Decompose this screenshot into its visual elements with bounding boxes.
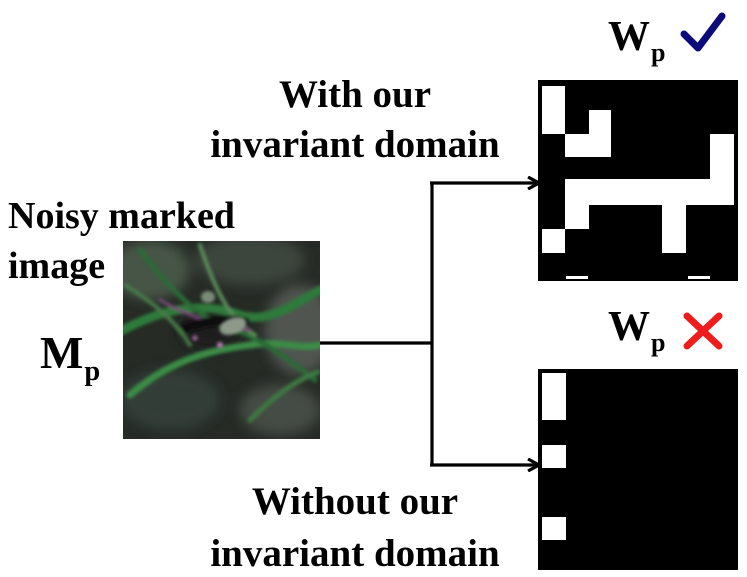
top-output-symbol: Wp	[608, 14, 665, 65]
top-output-symbol-sub: p	[651, 37, 666, 67]
input-symbol: Mp	[40, 327, 100, 386]
bottom-output-symbol: Wp	[608, 304, 665, 355]
bottom-output-symbol-sub: p	[651, 327, 666, 357]
noisy-marked-image	[123, 241, 320, 439]
top-output-symbol-main: W	[608, 14, 650, 60]
cross-icon	[683, 312, 723, 350]
top-branch-label-line1: With our	[278, 73, 432, 116]
bottom-watermark-grid	[538, 369, 738, 570]
input-caption-line2: image	[8, 245, 106, 287]
top-branch-label-line2: invariant domain	[210, 123, 500, 166]
input-symbol-main: M	[40, 327, 84, 378]
bottom-branch-label-line1: Without our	[251, 480, 459, 523]
connector-lines	[320, 183, 538, 465]
bottom-branch-label-line2: invariant domain	[210, 532, 500, 575]
input-caption-line1: Noisy marked	[8, 195, 235, 237]
bottom-output-symbol-main: W	[608, 304, 650, 350]
check-icon	[680, 12, 726, 52]
input-symbol-sub: p	[84, 355, 101, 387]
top-watermark-grid	[538, 80, 738, 281]
